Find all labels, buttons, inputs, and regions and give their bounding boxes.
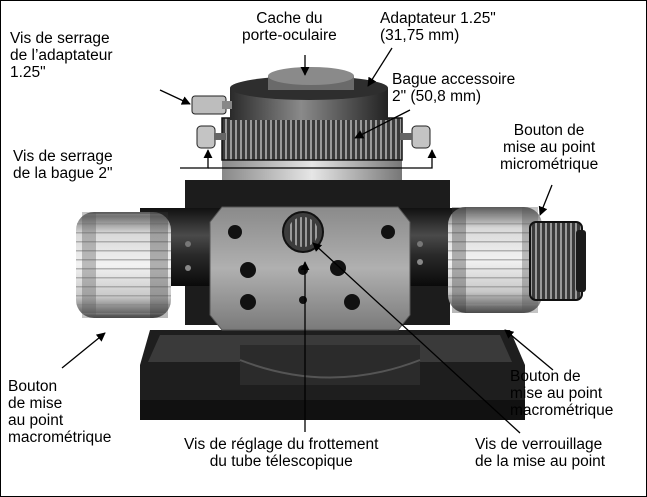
base-plate xyxy=(140,330,525,420)
label-adapter-125: Adaptateur 1.25" (31,75 mm) xyxy=(380,10,496,44)
lock-knob xyxy=(282,211,324,253)
label-ring-screw: Vis de serrage de la bague 2" xyxy=(13,148,113,182)
drawtube-band xyxy=(222,158,402,180)
front-plate xyxy=(209,206,411,331)
label-dust-cap: Cache du porte-oculaire xyxy=(242,10,337,44)
label-fine-focus-knob: Bouton de mise au point micrométrique xyxy=(500,122,599,173)
label-accessory-ring: Bague accessoire 2" (50,8 mm) xyxy=(392,71,516,105)
dust-cap xyxy=(268,67,354,90)
adapter-thumbscrew xyxy=(191,95,232,115)
leader-lines xyxy=(61,47,554,434)
label-friction-screw: Vis de réglage du frottement du tube tél… xyxy=(184,436,379,470)
accessory-ring-2in xyxy=(221,117,403,161)
right-coarse-knob xyxy=(448,207,542,313)
left-coarse-knob xyxy=(76,212,171,318)
ring-thumbscrew-right xyxy=(400,125,431,149)
fine-focus-knob xyxy=(529,221,586,301)
label-coarse-knob-right: Bouton de mise au point macrométrique xyxy=(510,368,614,419)
label-coarse-knob-left: Bouton de mise au point macrométrique xyxy=(8,378,112,446)
ring-thumbscrew-left xyxy=(196,125,226,149)
label-lock-screw: Vis de verrouillage de la mise au point xyxy=(475,436,606,470)
label-adapter-screw: Vis de serrage de l’adaptateur 1.25" xyxy=(10,30,113,81)
